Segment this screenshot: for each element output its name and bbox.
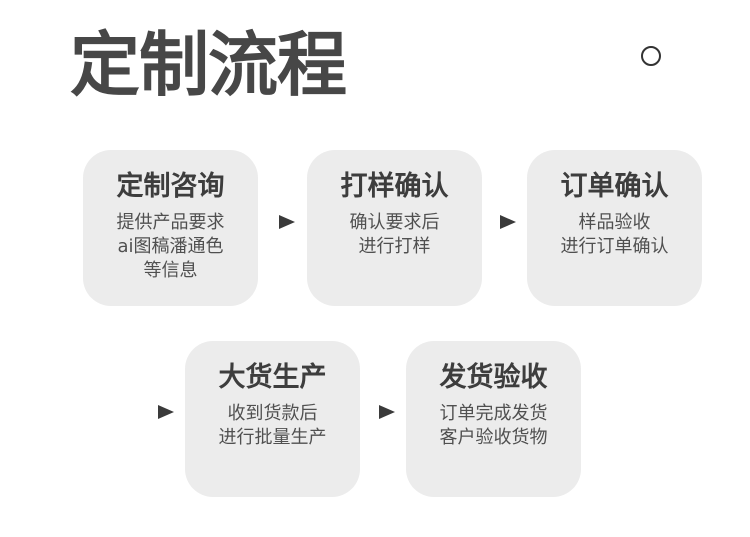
step-description-line: 进行订单确认 [560, 236, 669, 257]
step-description-line: 确认要求后 [349, 212, 440, 233]
arrow-right-icon [379, 405, 395, 419]
step-description-line: 样品验收 [578, 212, 651, 233]
step-title: 订单确认 [560, 171, 669, 202]
step-card-delivery-acceptance: 发货验收 订单完成发货 客户验收货物 [406, 341, 581, 497]
step-title: 定制咨询 [116, 171, 225, 202]
step-description-line: 进行打样 [358, 236, 431, 257]
step-description: 确认要求后 进行打样 [315, 211, 474, 259]
arrow-right-icon [158, 405, 174, 419]
arrow-right-icon [500, 215, 516, 229]
step-description-line: 订单完成发货 [439, 403, 548, 424]
step-title: 打样确认 [340, 171, 449, 202]
page-title: 定制流程 [70, 24, 347, 106]
step-card-sample-confirmation: 打样确认 确认要求后 进行打样 [307, 150, 482, 306]
step-description-line: ai图稿潘通色 [117, 236, 224, 257]
step-card-consultation: 定制咨询 提供产品要求 ai图稿潘通色 等信息 [83, 150, 258, 306]
step-description-line: 收到货款后 [227, 403, 318, 424]
circle-outline-icon [641, 46, 661, 66]
step-card-order-confirmation: 订单确认 样品验收 进行订单确认 [527, 150, 702, 306]
step-description-line: 提供产品要求 [116, 212, 225, 233]
arrow-right-icon [279, 215, 295, 229]
step-description: 样品验收 进行订单确认 [535, 211, 694, 259]
step-description-line: 进行批量生产 [218, 427, 327, 448]
step-description: 订单完成发货 客户验收货物 [414, 402, 573, 450]
step-description: 收到货款后 进行批量生产 [193, 402, 352, 450]
step-card-mass-production: 大货生产 收到货款后 进行批量生产 [185, 341, 360, 497]
step-title: 发货验收 [439, 362, 548, 393]
step-description-line: 等信息 [143, 260, 198, 281]
step-title: 大货生产 [218, 362, 327, 393]
step-description-line: 客户验收货物 [439, 427, 548, 448]
step-description: 提供产品要求 ai图稿潘通色 等信息 [91, 211, 250, 283]
